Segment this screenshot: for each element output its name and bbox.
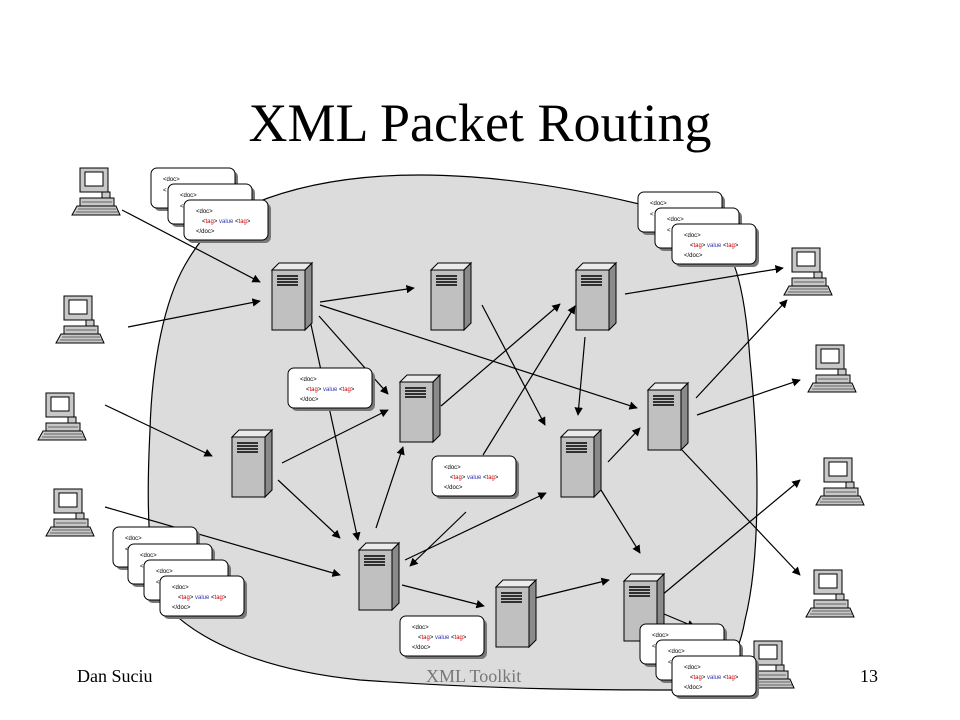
slide-title: XML Packet Routing xyxy=(248,93,712,153)
router-server-icon xyxy=(271,262,313,331)
router-server-icon xyxy=(560,429,602,498)
xml-packet-icon xyxy=(287,367,376,412)
router-server-icon xyxy=(575,262,617,331)
client-computer-icon xyxy=(783,247,833,296)
client-computer-icon xyxy=(37,392,87,441)
xml-packet-icon xyxy=(399,615,488,660)
footer-course-title: XML Toolkit xyxy=(426,666,522,686)
router-server-icon xyxy=(358,542,400,611)
router-server-icon xyxy=(647,382,689,451)
client-computer-icon xyxy=(807,344,857,393)
client-computer-icon xyxy=(815,457,865,506)
router-server-icon xyxy=(495,579,537,648)
client-computer-icon xyxy=(55,295,105,344)
page-number: 13 xyxy=(860,666,878,686)
xml-packet-icon xyxy=(431,455,520,500)
footer-author: Dan Suciu xyxy=(77,666,153,686)
routing-arrows xyxy=(104,209,801,628)
router-server-icon xyxy=(231,429,273,498)
client-computer-icon xyxy=(45,488,95,537)
router-server-icon xyxy=(430,262,472,331)
router-server-icon xyxy=(399,374,441,443)
client-computer-icon xyxy=(71,167,121,216)
xml-packet-stack xyxy=(150,167,272,244)
client-computer-icon xyxy=(805,569,855,618)
